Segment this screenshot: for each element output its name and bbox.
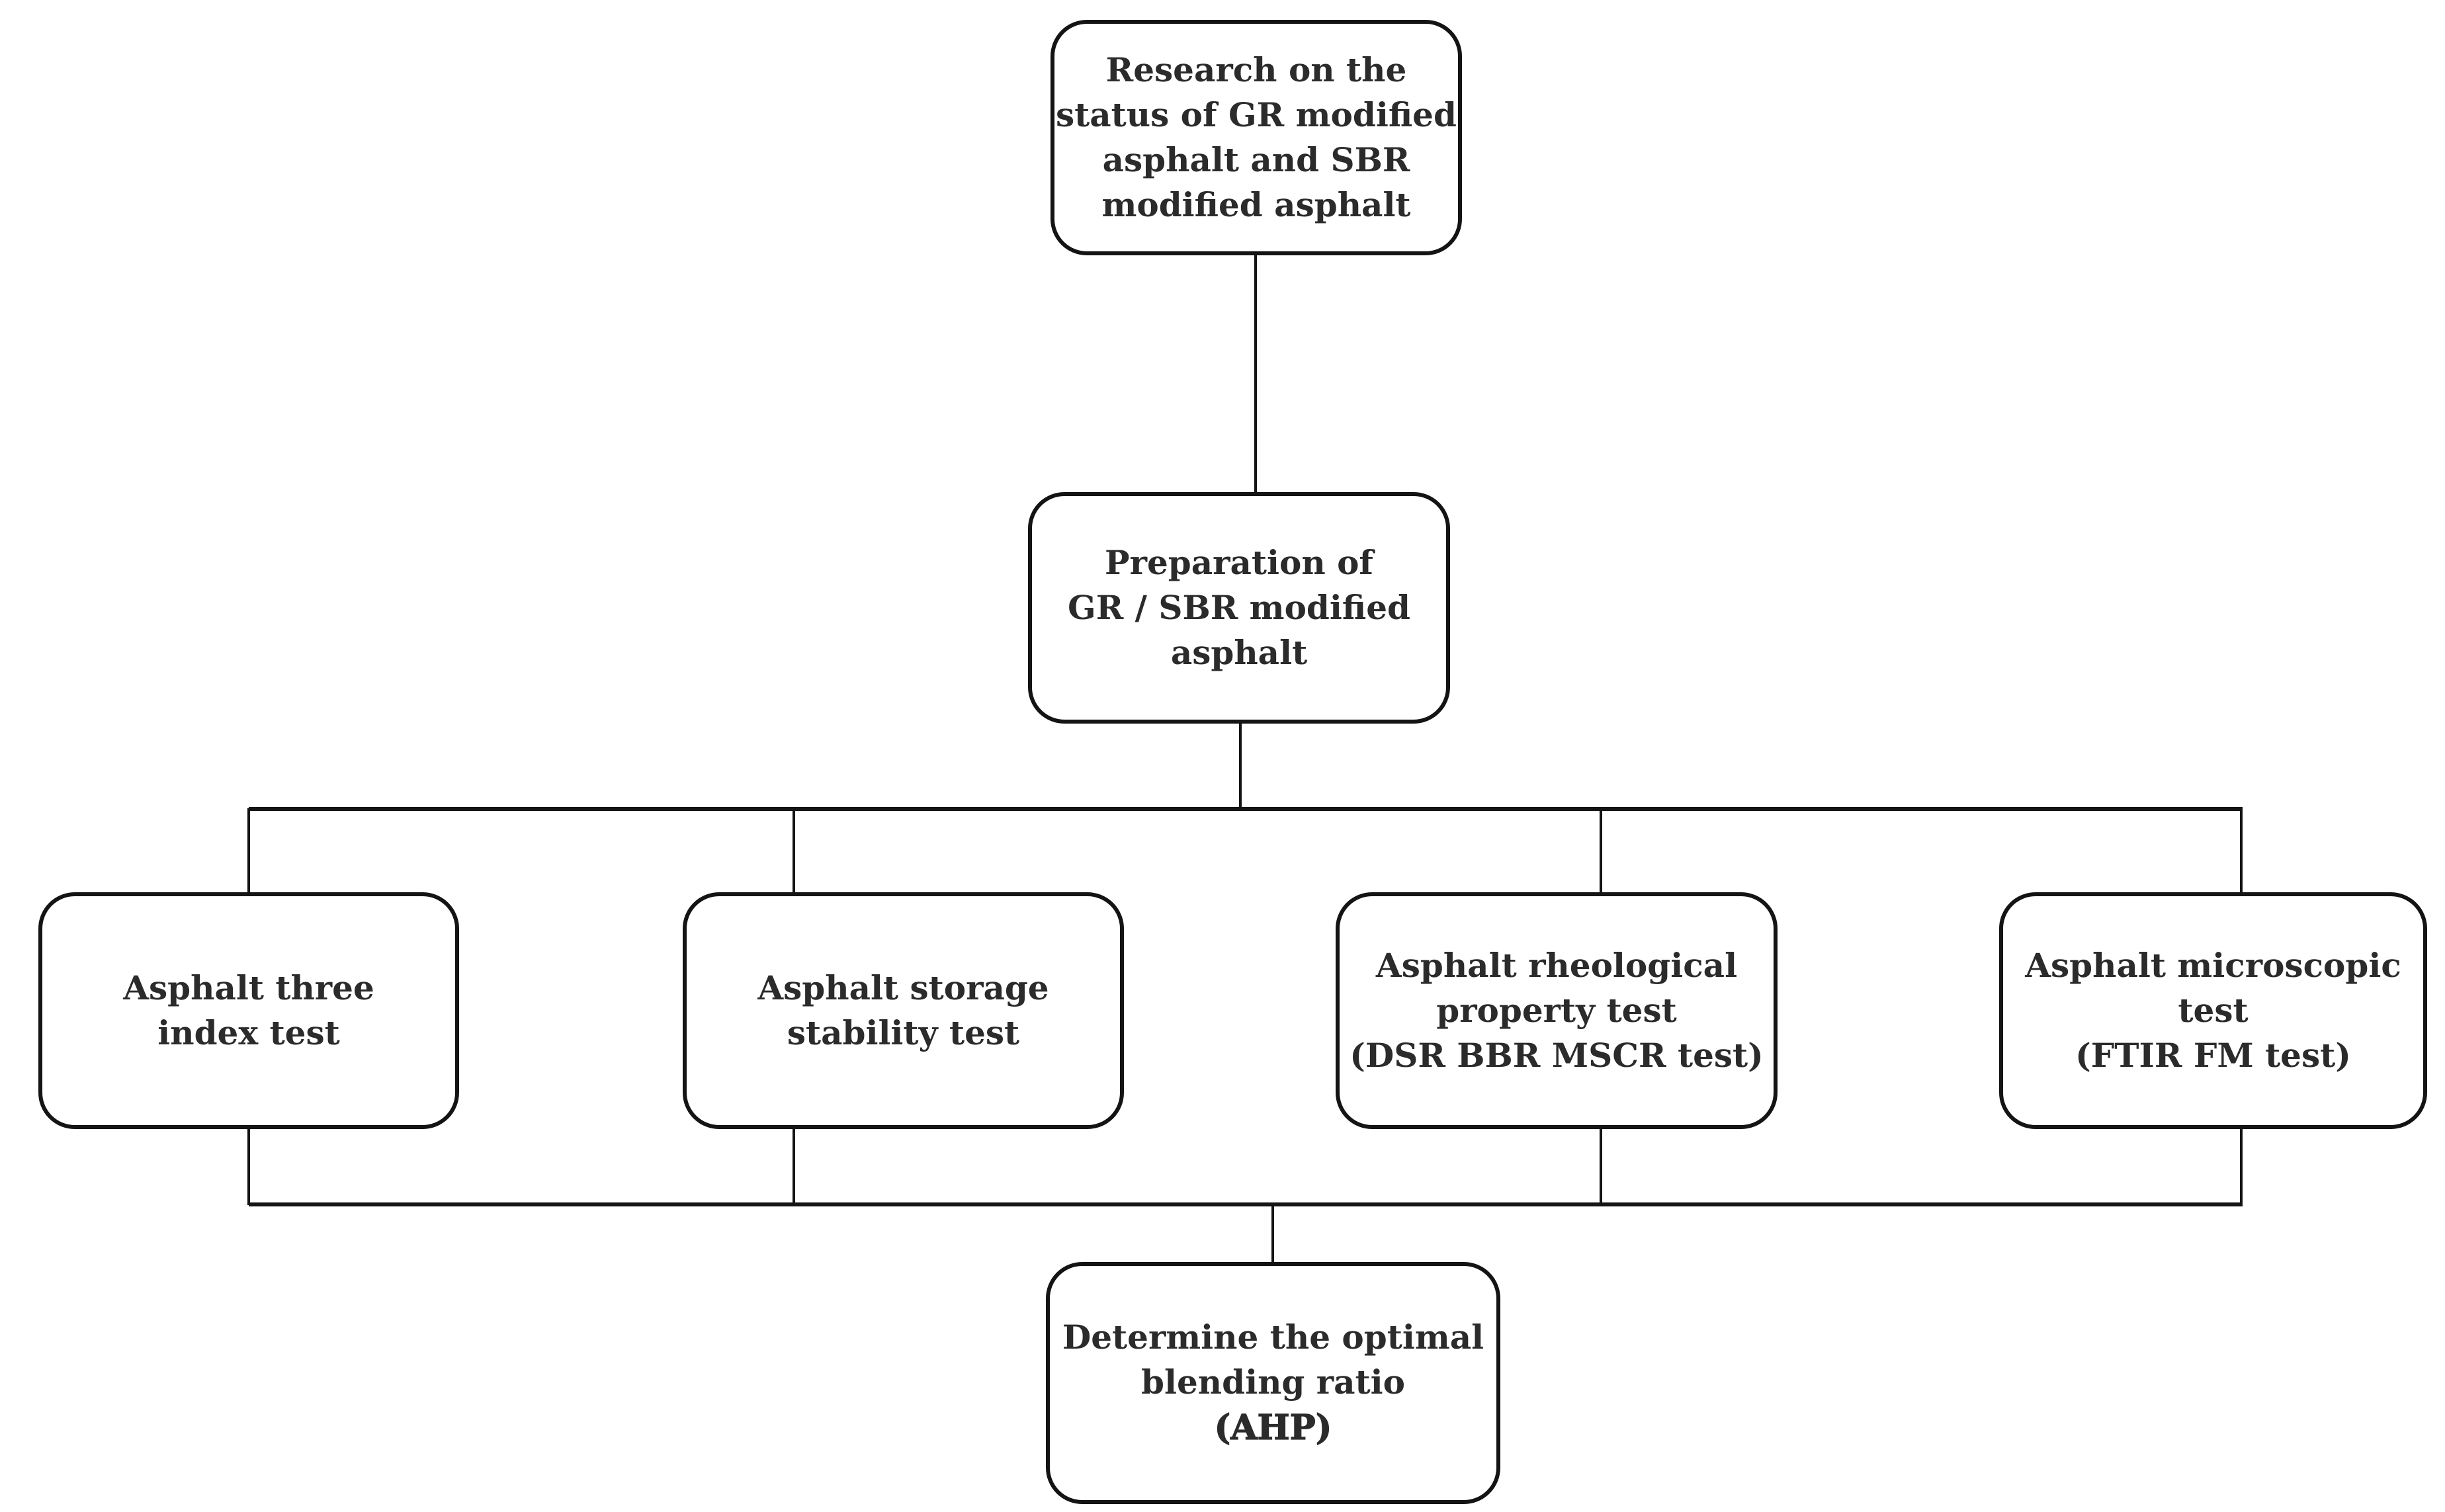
connector-rail-to-rheological	[1600, 808, 1602, 894]
node-microscopic-test-label: Asphalt microscopic test (FTIR FM test)	[2025, 946, 2401, 1075]
node-storage-stability-test: Asphalt storage stability test	[683, 892, 1124, 1129]
connector-rail-to-microscopic	[2240, 808, 2243, 894]
node-storage-stability-test-label: Asphalt storage stability test	[757, 968, 1049, 1052]
connector-rail-to-storage	[793, 808, 795, 894]
node-research-status-label: Research on the status of GR modified as…	[1056, 50, 1457, 224]
node-optimal-blending-ratio-method: (AHP)	[1214, 1407, 1332, 1448]
node-microscopic-test: Asphalt microscopic test (FTIR FM test)	[1999, 892, 2427, 1129]
branch-rail-top	[249, 807, 2243, 811]
node-optimal-blending-ratio-label: Determine the optimal blending ratio	[1062, 1317, 1484, 1402]
node-preparation-label: Preparation of GR / SBR modified asphalt	[1068, 543, 1410, 672]
connector-microscopic-to-merge-rail	[2240, 1127, 2243, 1205]
merge-rail-bottom	[249, 1202, 2243, 1206]
connector-three-index-to-merge-rail	[247, 1127, 250, 1205]
connector-storage-to-merge-rail	[793, 1127, 795, 1205]
connector-preparation-to-branch-rail	[1239, 721, 1242, 810]
node-three-index-test-label: Asphalt three index test	[123, 968, 374, 1052]
node-research-status: Research on the status of GR modified as…	[1051, 20, 1462, 255]
connector-merge-rail-to-optimal	[1271, 1205, 1274, 1265]
connector-rail-to-three-index	[247, 808, 250, 894]
node-preparation: Preparation of GR / SBR modified asphalt	[1028, 492, 1450, 724]
node-three-index-test: Asphalt three index test	[38, 892, 459, 1129]
connector-research-to-preparation	[1254, 253, 1257, 495]
node-optimal-blending-ratio: Determine the optimal blending ratio (AH…	[1046, 1262, 1500, 1504]
connector-rheological-to-merge-rail	[1600, 1127, 1602, 1205]
node-rheological-property-test: Asphalt rheological property test (DSR B…	[1336, 892, 1778, 1129]
node-rheological-property-test-label: Asphalt rheological property test (DSR B…	[1350, 946, 1764, 1075]
